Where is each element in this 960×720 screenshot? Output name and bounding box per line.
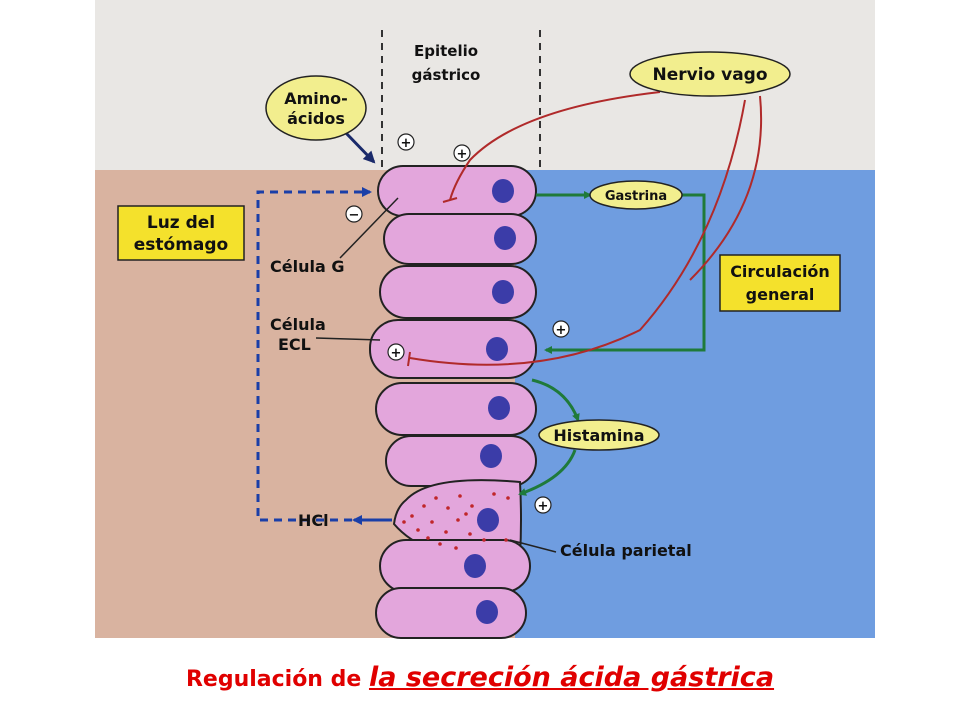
nucleus (494, 226, 516, 250)
gastrin-oval (589, 180, 683, 210)
nucleus (480, 444, 502, 468)
amino-acids-oval (265, 75, 367, 141)
nucleus (488, 396, 510, 420)
caption-part1: Regulación de (185, 667, 369, 692)
plus-sign: + (556, 323, 567, 338)
vagus-nerve-to-circulation (689, 95, 763, 281)
ecl-cell-label-line2: ECL (278, 335, 311, 354)
figure-caption: Regulación de la secreción ácida gástric… (0, 662, 960, 693)
minus-sign: − (349, 208, 360, 223)
lumen-label-line1: Luz del (147, 213, 215, 233)
vagus-nerve-to-g-cell (449, 91, 661, 201)
epithelial-cell (379, 265, 537, 319)
ecl-cell (369, 319, 537, 379)
parietal-granules (402, 492, 510, 550)
parietal-cell-pointer (509, 539, 557, 553)
circulation-label-line2: general (746, 285, 815, 304)
plus-sign: + (457, 147, 468, 162)
epithelium-label-line2: gástrico (412, 66, 481, 84)
epithelial-cell (375, 587, 527, 639)
histamine-to-parietal-arrow (518, 449, 577, 496)
hcl-feedback-dashed-line (256, 187, 372, 522)
cell-nuclei (464, 179, 516, 624)
epithelial-cells (369, 165, 537, 639)
nucleus (486, 337, 508, 361)
nucleus (477, 508, 499, 532)
nucleus (476, 600, 498, 624)
lumen-label-box (117, 205, 245, 261)
caption-part2: la secreción ácida gástrica (368, 662, 775, 693)
vagus-nerve-oval (629, 51, 791, 97)
epithelial-cell (375, 382, 537, 436)
epithelium-label-line1: Epitelio (414, 42, 478, 60)
amino-acids-label-line2: ácidos (287, 109, 345, 128)
g-cell-label: Célula G (270, 257, 344, 276)
plus-sign: + (538, 499, 549, 514)
nucleus (492, 280, 514, 304)
hcl-label: HCl (298, 511, 329, 530)
histamine-label: Histamina (553, 426, 644, 445)
histamine-oval (538, 419, 660, 451)
vagus-nerve-g-terminal (442, 197, 458, 203)
circulation-label-box (719, 254, 841, 312)
gastrin-label: Gastrina (605, 189, 667, 204)
plus-sign: + (401, 136, 412, 151)
g-cell-pointer (339, 197, 399, 259)
ecl-cell-pointer (315, 337, 381, 341)
epithelial-cell (383, 213, 537, 265)
plus-sign: + (391, 346, 402, 361)
vagus-nerve-ecl-terminal (407, 351, 411, 367)
nucleus (464, 554, 486, 578)
ecl-to-histamine-arrow (531, 378, 580, 422)
vagus-nerve-label: Nervio vago (652, 65, 767, 85)
amino-acids-label-line1: Amino- (284, 89, 348, 108)
parietal-cell-label: Célula parietal (560, 541, 692, 560)
blood-circulation-region (515, 170, 875, 638)
amino-acid-arrow (343, 130, 376, 164)
gastrin-to-ecl-arrow (544, 193, 706, 354)
vagus-nerve-to-ecl-cell (409, 99, 746, 366)
stimulation-signs (345, 133, 570, 514)
nucleus (492, 179, 514, 203)
ecl-cell-label-line1: Célula (270, 315, 326, 334)
epithelial-cell (385, 435, 537, 487)
lumen-label-line2: estómago (134, 235, 229, 255)
circulation-label-line1: Circulación (730, 262, 830, 281)
